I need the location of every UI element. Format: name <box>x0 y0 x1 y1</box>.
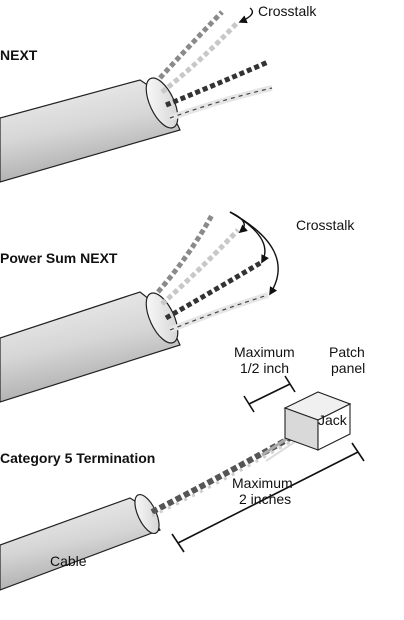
max-half-inch-label-line2: 1/2 inch <box>240 360 289 376</box>
power-sum-next-panel: Power Sum NEXT Crosstalk <box>0 211 355 403</box>
cat5-cable <box>0 493 161 591</box>
power-sum-cable <box>0 291 181 403</box>
patch-panel-label-line2: panel <box>331 360 365 376</box>
next-panel: NEXT Crosstalk <box>0 3 317 183</box>
next-heading: NEXT <box>0 47 38 63</box>
max-half-inch-label-line1: Maximum <box>234 344 295 360</box>
jack-block: Jack <box>283 391 352 451</box>
max-two-inches-label-line1: Maximum <box>232 475 293 491</box>
next-cable <box>0 77 181 183</box>
cable-label: Cable <box>50 553 87 569</box>
power-sum-crosstalk-label: Crosstalk <box>296 217 355 233</box>
power-sum-wire-pairs <box>156 213 269 333</box>
power-sum-next-heading: Power Sum NEXT <box>0 250 118 266</box>
two-inch-dimension: Maximum 2 inches <box>171 442 365 553</box>
power-sum-crosstalk-arrows <box>229 211 279 296</box>
cat5-termination-heading: Category 5 Termination <box>0 450 155 466</box>
patch-panel-label: Patch panel <box>329 344 365 376</box>
next-wire-pairs <box>158 10 273 121</box>
cat5-termination-panel: Category 5 Termination Jack Maximum 1/2 … <box>0 344 365 591</box>
half-inch-dimension: Maximum 1/2 inch <box>234 344 296 413</box>
max-two-inches-label-line2: 2 inches <box>239 491 291 507</box>
jack-label: Jack <box>318 412 348 428</box>
next-crosstalk-arrow <box>238 7 254 24</box>
patch-panel-label-line1: Patch <box>329 344 365 360</box>
next-crosstalk-label: Crosstalk <box>258 3 317 19</box>
